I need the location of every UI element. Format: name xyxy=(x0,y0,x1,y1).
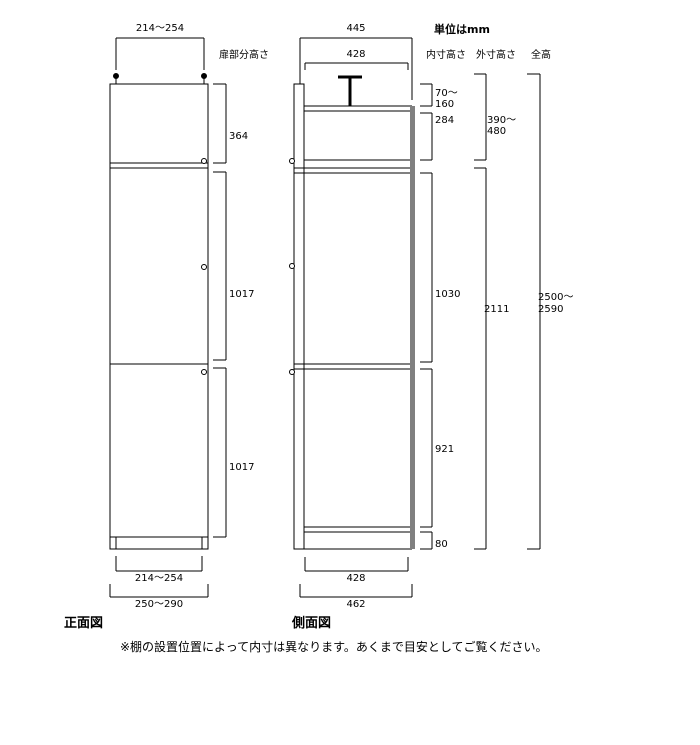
front-inner-width: 214～254 xyxy=(135,573,183,584)
front-top-width: 214～254 xyxy=(136,23,184,34)
inner-top-gap-line1: 70～ xyxy=(435,88,458,99)
outer-top-height: 390～ 480 xyxy=(487,115,519,137)
outer-top-line1: 390～ xyxy=(487,115,516,126)
front-outer-width: 250～290 xyxy=(135,599,183,610)
side-outer-depth: 445 xyxy=(346,23,365,34)
side-door-edge xyxy=(410,106,415,549)
footnote: ※棚の設置位置によって内寸は異なります。あくまで目安としてご覧ください。 xyxy=(120,639,548,654)
inner-top-gap: 70～ 160 xyxy=(435,88,461,110)
inner-base-height: 80 xyxy=(435,539,448,550)
door-bottom-height: 1017 xyxy=(229,462,254,473)
outer-main-height: 2111 xyxy=(484,304,509,315)
door-height-header: 扉部分高さ xyxy=(219,48,269,61)
side-bottom-outer-depth: 462 xyxy=(346,599,365,610)
total-height-header: 全高 xyxy=(531,48,551,61)
inner-top-height: 284 xyxy=(435,115,454,126)
inner-low-height: 921 xyxy=(435,444,454,455)
total-height-line2: 2590 xyxy=(538,304,563,315)
front-view-title: 正面図 xyxy=(64,616,103,631)
side-bottom-inner-depth: 428 xyxy=(346,573,365,584)
total-height-line1: 2500～ xyxy=(538,292,573,303)
door-mid-height: 1017 xyxy=(229,289,254,300)
side-inner-depth: 428 xyxy=(346,49,365,60)
side-view-title: 側面図 xyxy=(291,615,331,631)
unit-label: 単位はmm xyxy=(434,22,490,36)
door-top-height: 364 xyxy=(229,131,248,142)
front-view xyxy=(109,37,227,598)
outer-top-line2: 480 xyxy=(487,126,506,137)
inner-mid-height: 1030 xyxy=(435,289,460,300)
inner-height-header: 内寸高さ xyxy=(426,48,466,61)
inner-top-gap-line2: 160 xyxy=(435,99,454,110)
total-height: 2500～ 2590 xyxy=(538,292,577,315)
outer-height-header: 外寸高さ xyxy=(476,48,516,61)
